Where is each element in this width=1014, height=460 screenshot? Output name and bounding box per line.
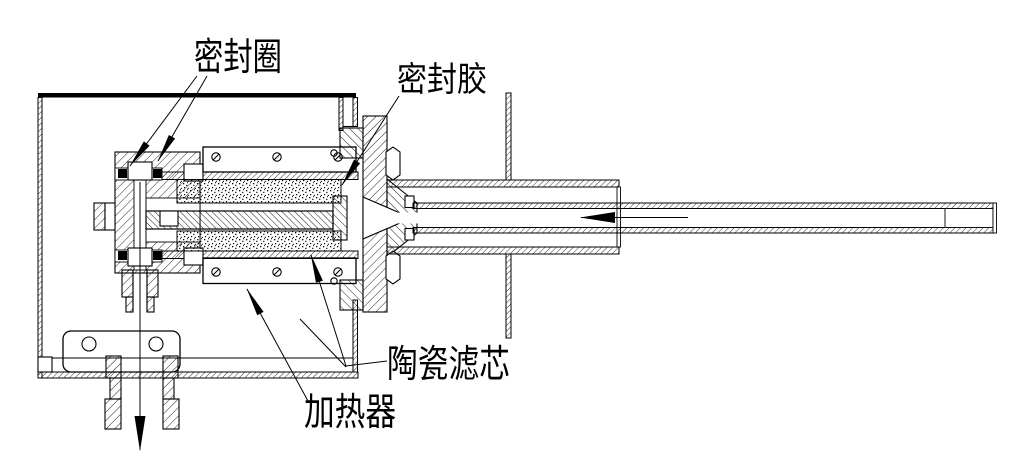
tube-step-bottom	[404, 227, 415, 241]
outer-tube-wall-top	[386, 179, 620, 188]
panel-wall-lower	[505, 253, 512, 339]
enclosure-right-wall-lower	[352, 299, 358, 373]
mount-block-top	[183, 163, 204, 182]
heater-leader	[246, 288, 309, 402]
enclosure-corner-step	[37, 356, 53, 373]
leader-lines	[129, 75, 400, 402]
enclosure-left-wall	[37, 97, 43, 379]
bracket-hole-right	[148, 336, 164, 352]
ceramic-filter-leader-aux	[299, 318, 347, 368]
enclosure-top-wall	[38, 93, 356, 98]
inlet-tube	[412, 202, 997, 234]
seal-ring-leader-1	[129, 75, 198, 167]
sealant-leader	[341, 95, 400, 186]
enclosure-bottom-wall	[37, 371, 359, 379]
label-seal-ring: 密封圈	[194, 37, 282, 79]
bracket-hole-left	[81, 336, 97, 352]
label-heater: 加热器	[304, 392, 396, 434]
clamp-lower	[339, 279, 364, 311]
inlet-tube-wall-bottom	[412, 227, 996, 234]
shaft-adapter	[332, 195, 348, 241]
seal-ring-leader-2	[157, 75, 208, 162]
screw-icon	[330, 277, 338, 285]
inlet-tube-end-face	[992, 202, 997, 234]
panel-wall-upper	[505, 92, 512, 181]
cone-bore	[398, 212, 418, 224]
end-cap-tab-hatched	[93, 202, 106, 231]
label-sealant: 密封胶	[397, 61, 487, 99]
panel-wall	[505, 92, 512, 339]
inlet-tube-plug	[944, 208, 994, 228]
tube-step-top	[404, 195, 415, 209]
seal-ring-bottom-left	[118, 251, 127, 260]
drain-tube	[121, 269, 159, 313]
heater-plate-top	[202, 146, 357, 173]
ceramic-filter-bottom	[176, 230, 342, 252]
ceramic-filter-leader	[310, 254, 388, 367]
enclosure-right-wall-upper	[352, 97, 358, 127]
seal-ring-top-left	[118, 169, 127, 178]
gland-top	[127, 161, 153, 181]
screw-icon	[211, 152, 343, 162]
center-shaft	[145, 195, 348, 241]
label-ceramic-filter: 陶瓷滤芯	[387, 344, 510, 386]
hex-bolt-upper	[385, 146, 401, 181]
heater-plate-bottom	[202, 257, 357, 285]
hex-bolt-lower	[385, 250, 401, 285]
seal-ring-top-right	[153, 169, 162, 178]
clamp-upper	[339, 127, 364, 159]
enclosure-right-wall-inner	[338, 97, 344, 131]
inlet-tube-wall-top	[412, 202, 996, 209]
screw-icon	[211, 267, 343, 277]
shaft-key	[159, 210, 179, 227]
seal-ring-bottom-right	[153, 251, 162, 260]
enclosure-box	[37, 93, 359, 379]
outlet-fitting	[104, 355, 180, 430]
screw-icon	[330, 149, 338, 157]
end-cap-tab	[104, 202, 116, 231]
outer-tube-wall-bottom	[386, 246, 620, 255]
ceramic-filter-top	[176, 179, 342, 204]
